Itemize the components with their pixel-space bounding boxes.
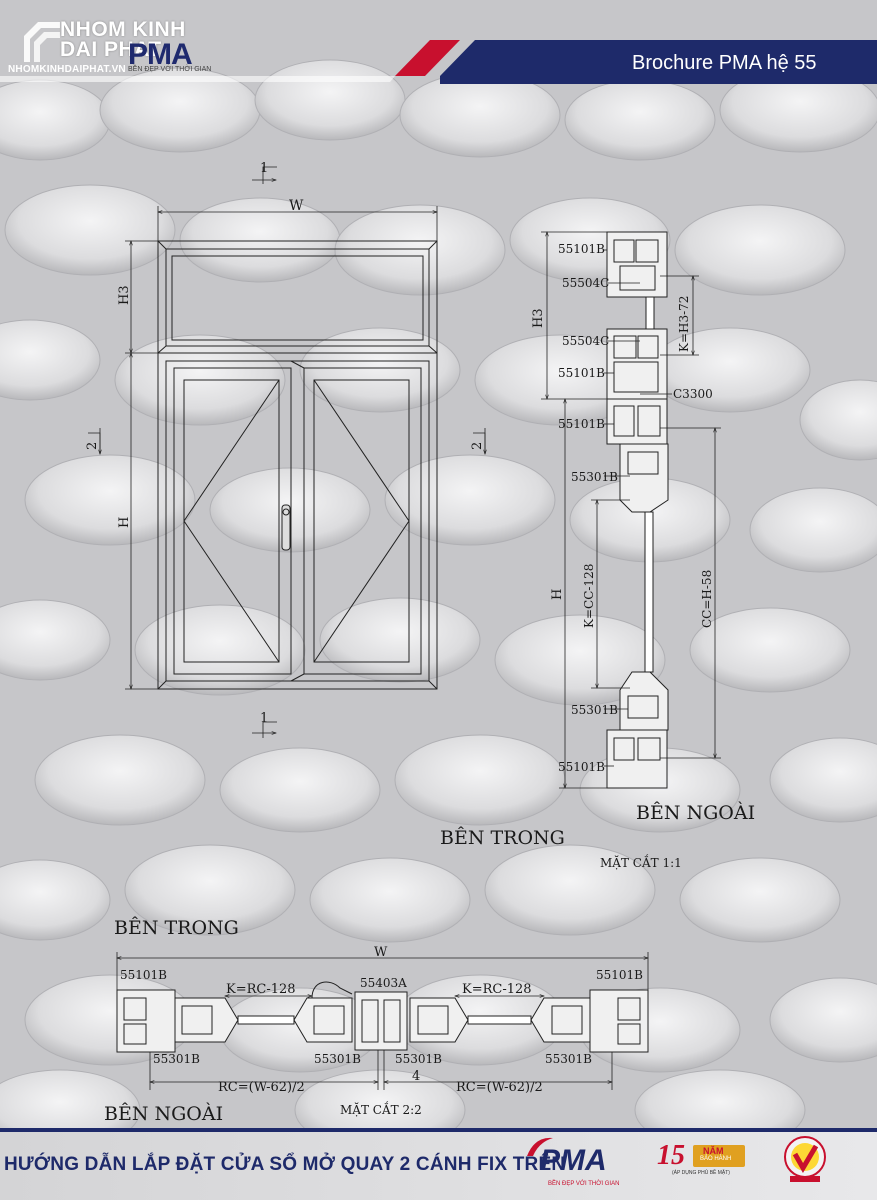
section-h3-label: H3 (531, 308, 546, 328)
brand-tagline: BỀN ĐẸP VỚI THỜI GIAN (128, 66, 212, 73)
hs-outside-label: BÊN NGOÀI (104, 1102, 223, 1125)
h-label: H (117, 517, 132, 528)
hs-rc-right-label: RC=(W-62)/2 (456, 1080, 543, 1095)
section-caption: MẶT CẮT 1:1 (600, 853, 682, 870)
quality-seal-icon (784, 1136, 826, 1182)
hs-k-right-label: K=RC-128 (462, 982, 532, 997)
logo-line1: NHOM KINH (60, 18, 186, 41)
hs-left-frame-label: 55101B (120, 968, 167, 982)
outside-label: BÊN NGOÀI (636, 801, 755, 824)
swoosh-icon (527, 1137, 553, 1156)
warranty-sub: BẢO HÀNH (700, 1156, 732, 1162)
width-label: W (289, 198, 304, 214)
footer-slogan: BỀN ĐẸP VỚI THỜI GIAN (548, 1181, 620, 1187)
section-h-label: H (550, 589, 565, 600)
warranty-note: (ÁP DỤNG PHỦ BỀ MẶT) (672, 1170, 730, 1176)
k-h3-label: K=H3-72 (677, 296, 691, 352)
hs-inside-label: BÊN TRONG (114, 916, 239, 939)
part-label: 55101B (558, 760, 605, 774)
part-label: 55101B (558, 417, 605, 431)
hs-gap-label: 4 (412, 1069, 420, 1084)
section-marker-1-bottom: 1 (260, 711, 268, 726)
logo-url: NHOMKINHDAIPHAT.VN (8, 64, 126, 75)
hs-rc-left-label: RC=(W-62)/2 (218, 1080, 305, 1095)
part-label: 55301B (571, 703, 618, 717)
cc-label: CC=H-58 (700, 570, 714, 628)
section-marker-2-right: 2 (470, 442, 485, 450)
k-cc-label: K=CC-128 (582, 564, 596, 628)
section-marker-2-left: 2 (85, 442, 100, 450)
vertical-section (606, 231, 669, 789)
brand-logo: PMA (128, 38, 193, 71)
hs-sash-label: 55301B (153, 1052, 200, 1066)
hs-mullion-label: 55403A (360, 976, 407, 990)
header-bar (0, 40, 877, 84)
warranty-number: 15 (657, 1140, 685, 1171)
part-label: 55301B (571, 470, 618, 484)
logo-line2: DAI PHAT (60, 38, 162, 61)
part-label: C3300 (673, 387, 713, 401)
part-label: 55101B (558, 366, 605, 380)
horizontal-section (116, 981, 649, 1053)
hs-sash-label: 55301B (314, 1052, 361, 1066)
logo-icon (24, 22, 60, 62)
h3-label: H3 (117, 285, 132, 305)
warranty-badge (693, 1145, 745, 1167)
company-logo: NHOM KINH DAI PHAT (60, 18, 186, 61)
hs-sash-label: 55301B (395, 1052, 442, 1066)
section-marker-1-top: 1 (260, 161, 268, 176)
part-label: 55504C (562, 334, 609, 348)
page-title: Brochure PMA hệ 55 (632, 52, 817, 74)
hs-sash-label: 55301B (545, 1052, 592, 1066)
hs-width-label: W (374, 945, 388, 960)
footer-brand-logo: PMA (540, 1144, 607, 1177)
footer-title: HƯỚNG DẪN LẮP ĐẶT CỬA SỔ MỞ QUAY 2 CÁNH … (4, 1154, 566, 1175)
part-label: 55504C (562, 276, 609, 290)
window-elevation (157, 240, 438, 690)
inside-label: BÊN TRONG (440, 826, 565, 849)
warranty-word: NĂM (703, 1146, 724, 1156)
part-label: 55101B (558, 242, 605, 256)
hs-section-caption: MẶT CẮT 2:2 (340, 1100, 422, 1117)
hs-right-frame-label: 55101B (596, 968, 643, 982)
hs-k-left-label: K=RC-128 (226, 982, 296, 997)
